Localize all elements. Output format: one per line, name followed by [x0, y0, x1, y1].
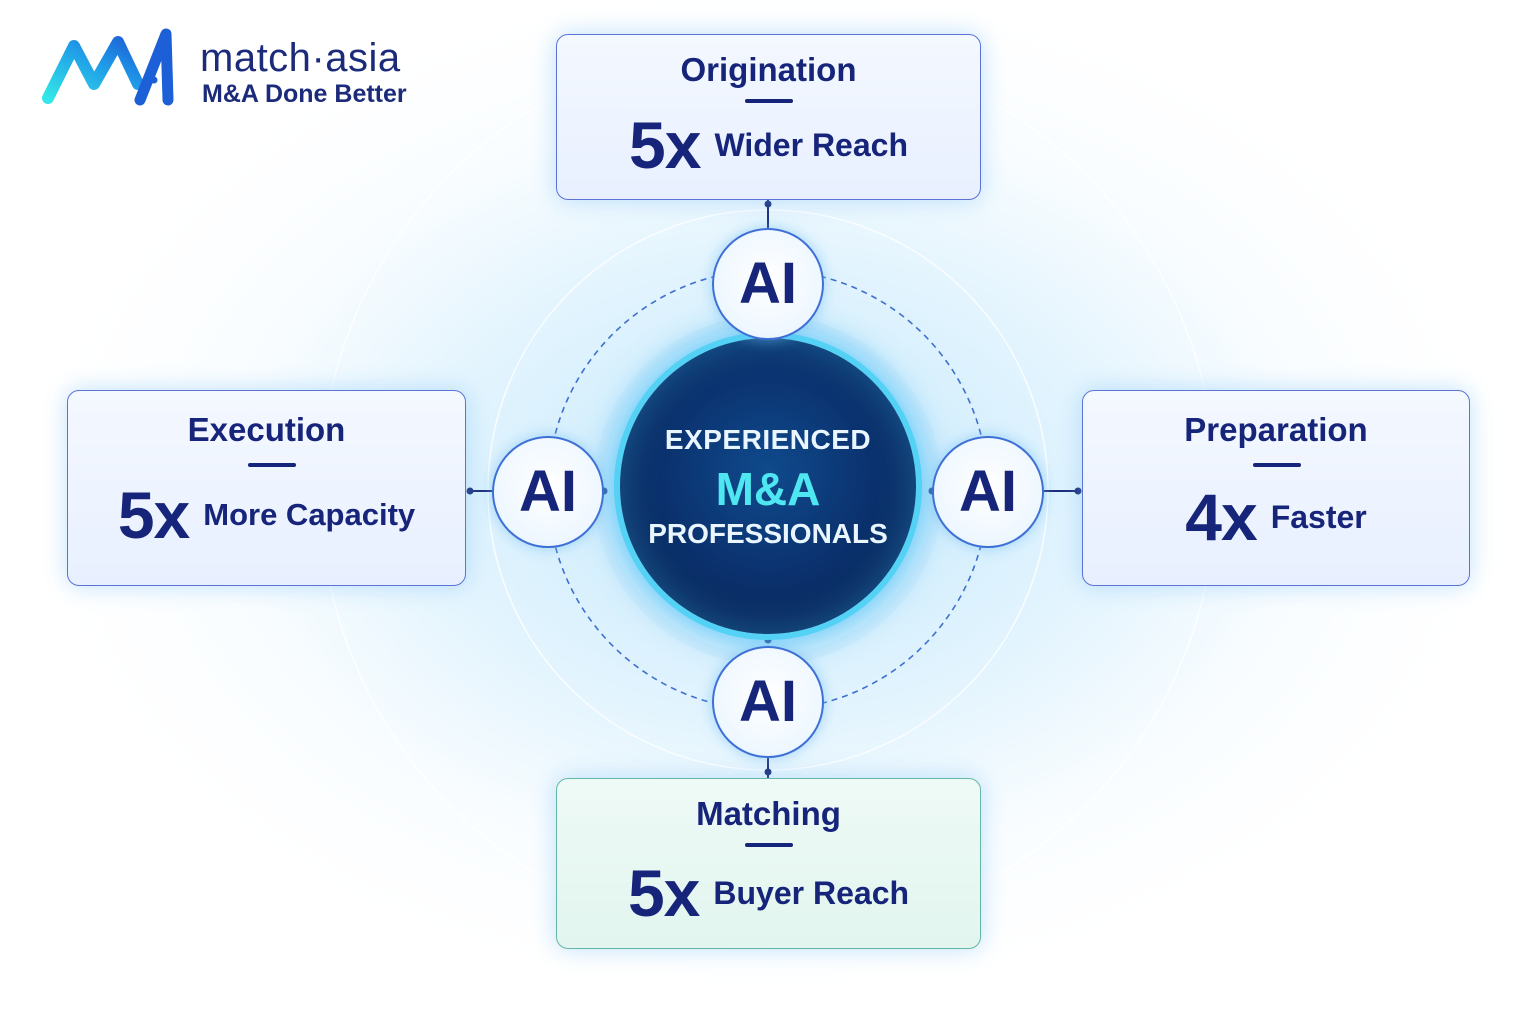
card-title: Matching	[696, 795, 841, 832]
card-stat: 5x More Capacity	[68, 477, 465, 553]
brand-logo: match·asia M&A Done Better	[42, 28, 462, 108]
card-matching: Matching 5x Buyer Reach	[556, 778, 981, 949]
card-title: Execution	[187, 411, 346, 448]
card-title: Preparation	[1184, 411, 1368, 448]
card-stat: 5x Wider Reach	[557, 107, 980, 183]
card-origination: Origination 5x Wider Reach	[556, 34, 981, 200]
ai-node-bottom: AI	[712, 646, 824, 758]
card-divider	[745, 843, 793, 847]
stat-number: 4x	[1185, 480, 1257, 554]
card-preparation: Preparation 4x Faster	[1082, 390, 1470, 586]
center-hub: EXPERIENCED M&A PROFESSIONALS	[620, 338, 916, 634]
brand-name: match·asia	[200, 36, 401, 80]
stat-label: More Capacity	[203, 497, 416, 532]
ai-node-top: AI	[712, 228, 824, 340]
stat-label: Faster	[1270, 498, 1367, 535]
stat-label: Buyer Reach	[713, 874, 910, 911]
logo-mark-icon	[42, 28, 174, 106]
card-divider	[248, 463, 296, 467]
stat-number: 5x	[629, 108, 701, 182]
stat-number: 5x	[117, 478, 190, 552]
card-divider	[745, 99, 793, 103]
stat-number: 5x	[627, 856, 700, 930]
ai-node-left: AI	[492, 436, 604, 548]
card-title: Origination	[680, 51, 857, 88]
card-divider	[1253, 463, 1301, 467]
card-stat: 5x Buyer Reach	[557, 855, 980, 931]
stat-label: Wider Reach	[714, 126, 908, 163]
card-execution: Execution 5x More Capacity	[67, 390, 466, 586]
card-stat: 4x Faster	[1083, 479, 1469, 555]
center-line-3: PROFESSIONALS	[648, 518, 888, 549]
center-line-1: EXPERIENCED	[664, 424, 872, 455]
ai-node-right: AI	[932, 436, 1044, 548]
center-line-2: M&A	[715, 463, 821, 515]
brand-tagline: M&A Done Better	[202, 80, 407, 108]
